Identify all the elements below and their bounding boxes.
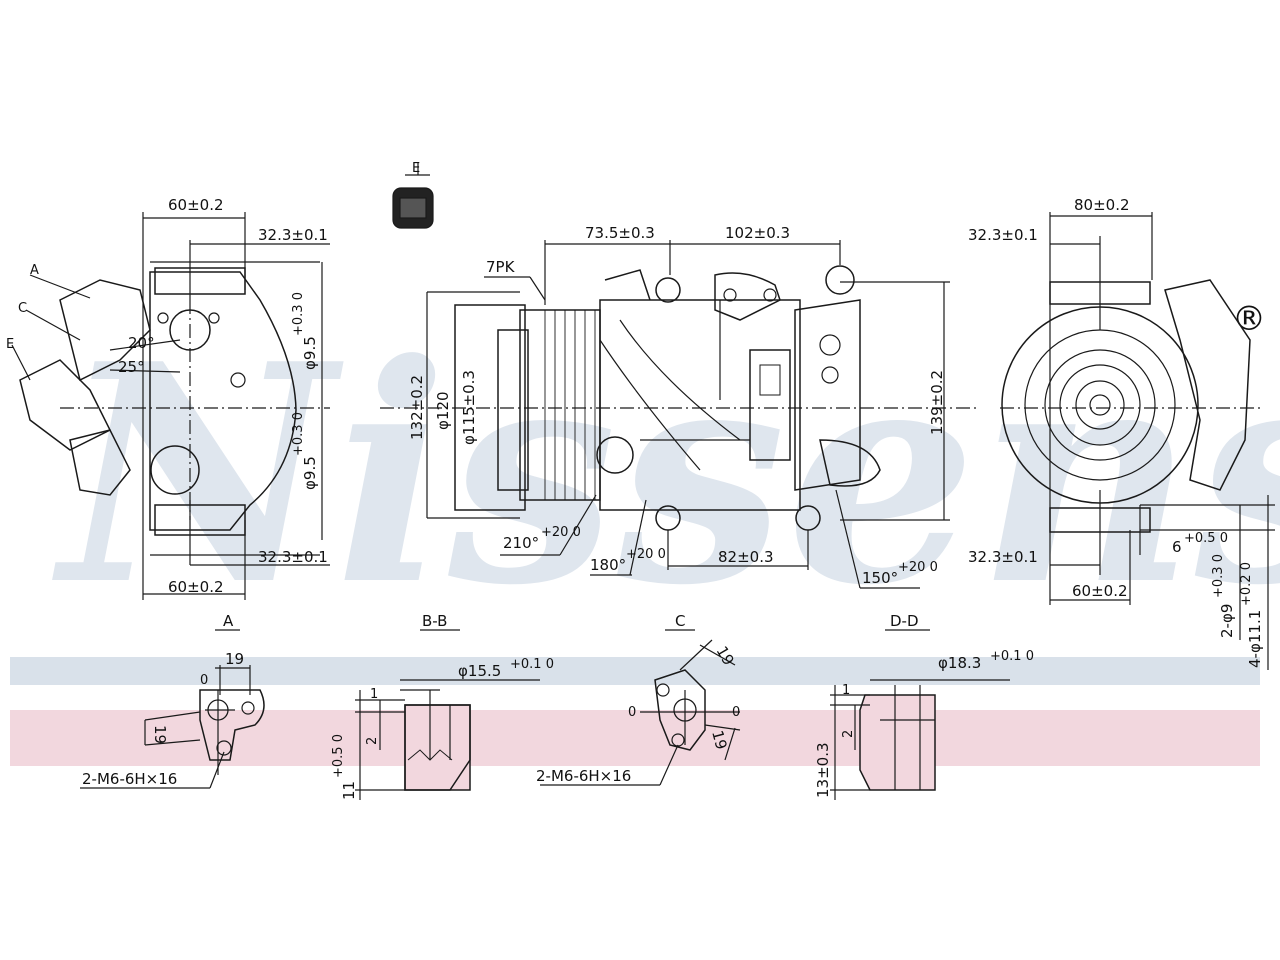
detail-bb-dim-2: 2 bbox=[365, 737, 380, 745]
detail-dd-bore: φ18.3 bbox=[938, 654, 981, 672]
detail-bb bbox=[355, 629, 540, 800]
detail-c bbox=[540, 629, 741, 786]
right-view bbox=[1000, 212, 1275, 670]
left-port-e-label: E bbox=[6, 337, 14, 352]
left-upper-bore: φ9.5 bbox=[301, 336, 319, 370]
detail-a bbox=[80, 629, 265, 789]
detail-bb-dim-1: 1 bbox=[370, 687, 378, 702]
front-angle-210-tol: +20 0 bbox=[541, 525, 581, 540]
front-dist-a: 73.5±0.3 bbox=[585, 224, 655, 242]
left-top-width: 60±0.2 bbox=[168, 196, 224, 214]
connector-e bbox=[392, 162, 434, 229]
front-angle-150-tol: +20 0 bbox=[898, 560, 938, 575]
detail-a-dim-19b: 19 bbox=[151, 725, 169, 744]
front-dist-b: 102±0.3 bbox=[725, 224, 790, 242]
left-port-c-label: C bbox=[18, 301, 27, 316]
detail-a-dim-19: 19 bbox=[225, 650, 244, 668]
right-holes-b: 4-φ11.1 bbox=[1246, 610, 1264, 668]
detail-dd bbox=[830, 629, 1010, 800]
detail-a-title: A bbox=[223, 612, 234, 630]
left-upper-bore-tol: +0.3 0 bbox=[291, 292, 306, 336]
right-top-offset: 32.3±0.1 bbox=[968, 226, 1038, 244]
detail-c-title: C bbox=[675, 612, 685, 630]
right-holes-a-tol: +0.3 0 bbox=[1211, 554, 1226, 598]
left-bottom-offset: 32.3±0.1 bbox=[258, 548, 328, 566]
front-view bbox=[380, 240, 980, 589]
watermark-registered-mark: ® bbox=[1232, 299, 1266, 339]
front-angle-210: 210° bbox=[503, 534, 539, 552]
right-slot: 6 bbox=[1172, 538, 1182, 556]
left-lower-bore-tol: +0.3 0 bbox=[291, 412, 306, 456]
left-view bbox=[11, 212, 330, 600]
front-angle-180-tol: +20 0 bbox=[626, 547, 666, 562]
blue-band bbox=[10, 657, 1260, 685]
front-dist-82: 82±0.3 bbox=[718, 548, 774, 566]
front-angle-180: 180° bbox=[590, 556, 626, 574]
front-inner-dia: φ115±0.3 bbox=[460, 370, 478, 445]
left-lower-bore: φ9.5 bbox=[301, 456, 319, 490]
right-bottom-width: 60±0.2 bbox=[1072, 582, 1128, 600]
detail-a-thread: 2-M6-6H×16 bbox=[82, 770, 177, 788]
detail-dd-title: D-D bbox=[890, 612, 919, 630]
detail-bb-title: B-B bbox=[422, 612, 447, 630]
detail-c-dim-0a: 0 bbox=[628, 705, 636, 720]
detail-a-dim-0: 0 bbox=[200, 673, 208, 688]
right-holes-b-tol: +0.2 0 bbox=[1239, 562, 1254, 606]
front-belt-label: 7PK bbox=[486, 258, 516, 276]
left-angle-25: 25° bbox=[118, 358, 145, 376]
detail-c-dim-19b: 19 bbox=[708, 728, 730, 751]
left-angle-20: 20° bbox=[128, 334, 155, 352]
front-pulley-dia: φ120 bbox=[434, 391, 452, 430]
detail-bb-dim-11-tol: +0.5 0 bbox=[331, 734, 346, 778]
detail-bb-bore: φ15.5 bbox=[458, 662, 501, 680]
right-holes-a: 2-φ9 bbox=[1218, 604, 1236, 638]
watermark-brand: Nissens bbox=[51, 298, 1280, 651]
detail-dd-dim-13: 13±0.3 bbox=[814, 742, 832, 798]
detail-bb-dim-11: 11 bbox=[340, 781, 358, 800]
detail-dd-dim-2: 2 bbox=[841, 730, 856, 738]
left-bottom-width: 60±0.2 bbox=[168, 578, 224, 596]
detail-bb-bore-tol: +0.1 0 bbox=[510, 657, 554, 672]
detail-c-thread: 2-M6-6H×16 bbox=[536, 767, 631, 785]
connector-e-label: E bbox=[412, 161, 420, 176]
detail-dd-bore-tol: +0.1 0 bbox=[990, 649, 1034, 664]
detail-dd-dim-1: 1 bbox=[842, 683, 850, 698]
left-port-a-label: A bbox=[30, 263, 39, 278]
right-top-width: 80±0.2 bbox=[1074, 196, 1130, 214]
right-slot-tol: +0.5 0 bbox=[1184, 531, 1228, 546]
front-height-left: 132±0.2 bbox=[408, 375, 426, 440]
detail-c-dim-0b: 0 bbox=[732, 705, 740, 720]
left-top-offset: 32.3±0.1 bbox=[258, 226, 328, 244]
right-bottom-offset: 32.3±0.1 bbox=[968, 548, 1038, 566]
front-angle-150: 150° bbox=[862, 569, 898, 587]
front-height-right: 139±0.2 bbox=[928, 370, 946, 435]
